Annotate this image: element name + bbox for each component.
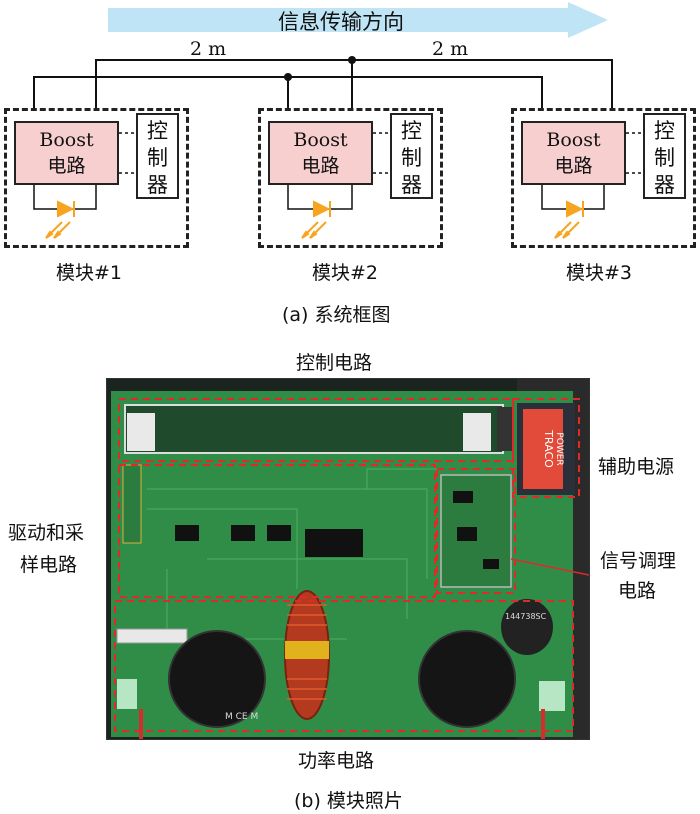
caption-a: (a) 系统框图 <box>282 304 391 326</box>
distance-left: 2 m <box>190 38 227 60</box>
part-code: 144738SC <box>505 612 547 621</box>
capacitor-left <box>168 630 266 728</box>
label-control-circuit: 控制电路 <box>296 352 373 374</box>
module-photo: TRACO POWER <box>106 378 590 740</box>
pcb-illustration: TRACO POWER <box>107 379 589 739</box>
arrow-label: 信息传输方向 <box>278 10 404 34</box>
label-aux-power: 辅助电源 <box>598 456 675 478</box>
capacitor-right <box>418 630 516 728</box>
cap-mark: M CE M <box>225 712 258 722</box>
module-3-label: 模块#3 <box>566 262 633 284</box>
label-signal-2: 电路 <box>618 580 657 602</box>
current-sensor <box>501 599 553 655</box>
distance-right: 2 m <box>432 38 469 60</box>
module-2-controller: 控制器 <box>390 113 433 199</box>
module-1-box <box>4 108 189 248</box>
junction-dot <box>284 73 292 81</box>
junction-dot <box>348 56 356 64</box>
module-2-box <box>258 108 443 248</box>
module-1-label: 模块#1 <box>56 262 123 284</box>
module-2-label: 模块#2 <box>312 262 379 284</box>
led-icon <box>45 200 75 239</box>
label-signal-1: 信号调理 <box>600 550 677 572</box>
direction-arrow <box>108 2 608 38</box>
traco-label-2: POWER <box>554 432 564 465</box>
region-outlines <box>114 398 580 732</box>
traco-label: TRACO <box>542 429 555 468</box>
control-board <box>124 404 504 454</box>
label-drive-1: 驱动和采 <box>8 522 85 544</box>
module-1-controller: 控制器 <box>136 113 179 199</box>
module-3-box <box>511 108 696 248</box>
led-icon <box>554 200 584 239</box>
module-3-controller: 控制器 <box>643 113 686 199</box>
label-power-circuit: 功率电路 <box>298 750 375 772</box>
caption-b: (b) 模块照片 <box>294 790 403 812</box>
led-icon <box>301 200 331 239</box>
label-drive-2: 样电路 <box>20 554 78 576</box>
